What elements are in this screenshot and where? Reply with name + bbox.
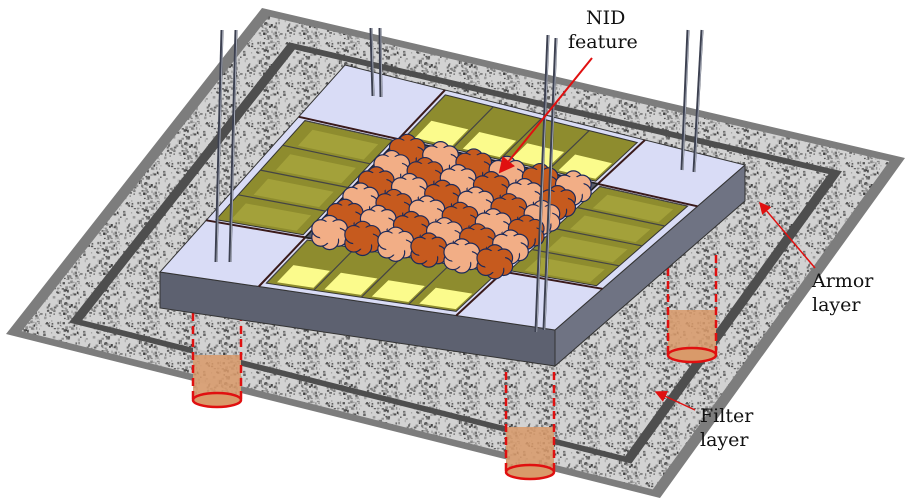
- rebar: [692, 29, 704, 173]
- rebar-highlight: [371, 27, 375, 97]
- rebar: [542, 37, 558, 331]
- nid-block: [311, 214, 348, 251]
- filter-arrow: [654, 390, 696, 411]
- cells-back-divider: [451, 106, 494, 150]
- cells-right-cell-floor: [570, 215, 651, 243]
- cells-right-cell-floor: [592, 194, 674, 223]
- cells-front-divider: [265, 239, 308, 284]
- cells-right-divider: [554, 227, 643, 247]
- cells-right-cell-floor: [524, 257, 605, 283]
- cells-front-cell-floor: [324, 272, 378, 295]
- slab: [159, 64, 747, 368]
- cells-front-divider: [313, 247, 356, 291]
- nid-label-line1: NID: [586, 7, 625, 29]
- nid-label-line2: feature: [568, 31, 638, 53]
- rebar-highlight: [216, 29, 224, 263]
- rebar: [378, 27, 383, 98]
- rebar: [228, 29, 238, 263]
- rebar-highlight: [230, 29, 238, 263]
- rebar-highlight: [694, 29, 704, 173]
- nid-block: [344, 220, 382, 257]
- cells-left-cell-floor: [275, 154, 356, 184]
- rebar: [214, 29, 224, 263]
- rebar: [534, 34, 550, 333]
- annotations: NID feature Armor layer Filter layer: [498, 7, 874, 451]
- rebar: [680, 29, 690, 171]
- cells-back-divider: [403, 94, 446, 139]
- cells-left-divider: [304, 120, 393, 141]
- nid-fill: [318, 221, 341, 244]
- cells-back-divider: [547, 130, 590, 171]
- filter-label-line1: Filter: [700, 405, 754, 427]
- filter-label-line2: layer: [700, 429, 749, 451]
- cells-front-cell-floor: [277, 265, 330, 288]
- piles-back: [191, 255, 718, 409]
- cells-right-divider: [577, 206, 665, 227]
- pile-right-bottom: [666, 346, 718, 364]
- rebar-highlight: [682, 29, 690, 171]
- rebar-highlight: [380, 27, 383, 98]
- rebar-highlight: [536, 34, 550, 333]
- nid-fill: [483, 250, 506, 273]
- rebar-highlight: [544, 37, 558, 331]
- cells-left-divider: [282, 144, 371, 165]
- cells-left-divider: [238, 194, 326, 212]
- cells-left-cell-floor: [231, 203, 312, 231]
- armor-label-line2: layer: [812, 294, 861, 316]
- rebars: [214, 27, 704, 333]
- nid-fill: [384, 232, 407, 255]
- armor-label-line1: Armor: [811, 270, 874, 292]
- cells-front-cell-floor: [419, 287, 473, 310]
- nid-block: [377, 226, 415, 262]
- nid-fill: [417, 238, 440, 261]
- nid-arrow: [498, 57, 593, 174]
- pile-front-bottom: [504, 463, 556, 481]
- piles-front: [504, 372, 556, 481]
- cells-left-cell-floor: [298, 129, 379, 160]
- cells-front-cell-floor: [371, 280, 425, 302]
- nid-block: [410, 232, 448, 268]
- cells-front-divider: [360, 255, 403, 298]
- pile-left-bottom: [191, 391, 243, 409]
- cells-back-cell-floor: [415, 120, 469, 147]
- nid-fill: [351, 226, 374, 249]
- nid-block: [443, 238, 481, 274]
- armor-arrow: [759, 201, 816, 269]
- cells-front-divider: [408, 264, 451, 305]
- cells-right-cell-floor: [547, 236, 628, 263]
- rebar: [369, 27, 375, 97]
- cells-left-divider: [260, 169, 349, 189]
- nid-block: [476, 244, 514, 280]
- cells-back-divider: [499, 118, 542, 161]
- cells-left-cell-floor: [253, 178, 334, 208]
- nid-fill: [450, 244, 473, 267]
- cells-right-divider: [599, 185, 688, 207]
